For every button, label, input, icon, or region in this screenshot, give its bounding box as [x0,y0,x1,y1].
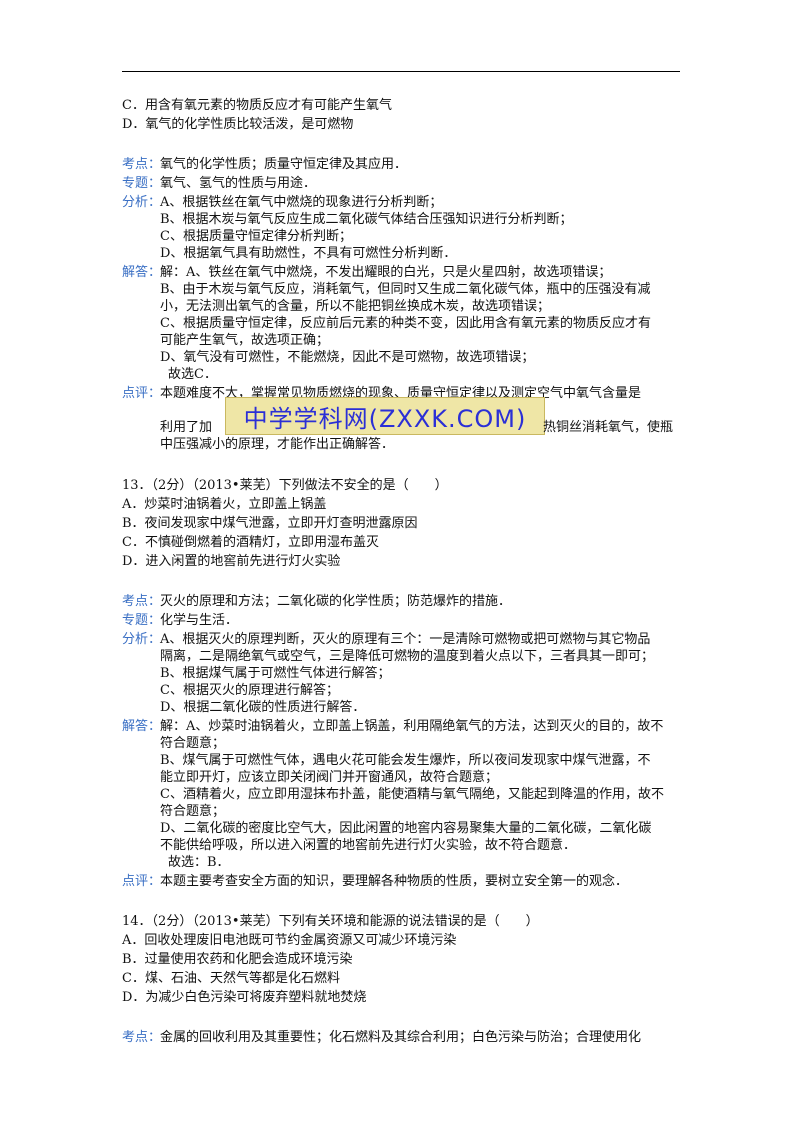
section-label: 点评： [122,386,162,401]
text-line: A、根据铁丝在氧气中燃烧的现象进行分析判断； [160,195,443,210]
text-line: C．煤、石油、天然气等都是化石燃料 [122,971,340,986]
text-line: 符合题意； [160,804,226,819]
text-line: 不能供给呼吸，所以进入闲置的地窖前先进行灯火实验，故不符合题意． [160,838,577,853]
text-line: 灭火的原理和方法；二氧化碳的化学性质；防范爆炸的措施． [160,594,512,609]
section-label: 考点： [122,594,162,609]
header-rule [122,71,680,72]
text-line: 金属的回收利用及其重要性；化石燃料及其综合利用；白色污染与防治；合理使用化 [160,1030,642,1045]
text-line: B、根据木炭与氧气反应生成二氧化碳气体结合压强知识进行分析判断； [160,212,573,227]
section-label: 解答： [122,265,162,280]
text-line: C、根据质量守恒定律，反应前后元素的种类不变，因此用含有氧元素的物质反应才有 [160,316,651,331]
text-line: D、根据二氧化碳的性质进行解答． [160,700,366,715]
section-label: 解答： [122,719,162,734]
text-line: C．用含有氧元素的物质反应才有可能产生氧气 [122,98,392,113]
text-line: B、煤气属于可燃性气体，遇电火花可能会发生爆炸，所以夜间发现家中煤气泄露，不 [160,753,651,768]
text-line: C、酒精着火，应立即用湿抹布扑盖，能使酒精与氧气隔绝，又能起到降温的作用，故不 [160,787,664,802]
text-line: B、由于木炭与氧气反应，消耗氧气，但同时又生成二氧化碳气体，瓶中的压强没有减 [160,282,651,297]
section-label: 考点： [122,157,162,172]
text-line: A、根据灭火的原理判断，灭火的原理有三个：一是清除可燃物或把可燃物与其它物品 [160,632,651,647]
section-label: 考点： [122,1030,162,1045]
text-line: 故选C． [168,367,217,382]
watermark-banner: 中学学科网(ZXXK.COM) [225,397,545,435]
text-line: 符合题意； [160,736,226,751]
text-line: D、根据氧气具有助燃性，不具有可燃性分析判断． [160,246,457,261]
text-line: 氧气、氢气的性质与用途． [160,176,317,191]
text-line: A．回收处理废旧电池既可节约金属资源又可减少环境污染 [122,933,457,948]
text-line: D．进入闲置的地窖前先进行灯火实验 [122,554,341,569]
text-line: D．为减少白色污染可将废弃塑料就地焚烧 [122,990,367,1005]
text-line: 隔离，二是隔绝氧气或空气，三是降低可燃物的温度到着火点以下，三者具其一即可； [160,649,655,664]
text-line: 14．（2分）（2013•莱芜）下列有关环境和能源的说法错误的是（ ） [122,914,539,929]
text-line: 故选：B． [168,855,230,870]
text-line: B．过量使用农药和化肥会造成环境污染 [122,952,353,967]
text-line: 化学与生活． [160,613,239,628]
text-line: 解：A、铁丝在氧气中燃烧，不发出耀眼的白光，只是火星四射，故选项错误； [160,265,612,280]
text-line: 中压强减小的原理，才能作出正确解答． [160,437,395,452]
text-line: C、根据灭火的原理进行解答； [160,683,339,698]
text-line: B．夜间发现家中煤气泄露，立即开灯查明泄露原因 [122,516,418,531]
text-line: 可能产生氧气，故选项正确； [160,333,330,348]
text-line: 小，无法测出氧气的含量，所以不能把铜丝换成木炭，故选项错误； [160,299,551,314]
text-line: 氧气的化学性质；质量守恒定律及其应用． [160,157,408,172]
text-line: 解：A、炒菜时油锅着火，立即盖上锅盖，利用隔绝氧气的方法，达到灭火的目的，故不 [160,719,664,734]
text-line: 能立即开灯，应该立即关闭阀门并开窗通风，故符合题意； [160,770,499,785]
text-line: C．不慎碰倒燃着的酒精灯，立即用湿布盖灭 [122,535,379,550]
text-line: 13．（2分）（2013•莱芜）下列做法不安全的是（ ） [122,478,448,493]
section-label: 专题： [122,176,162,191]
text-line: D．氧气的化学性质比较活泼，是可燃物 [122,117,354,132]
text-line: D、氧气没有可燃性，不能燃烧，因此不是可燃物，故选项错误； [160,350,535,365]
text-line: B、根据煤气属于可燃性气体进行解答； [160,666,391,681]
text-line: C、根据质量守恒定律分析判断； [160,229,352,244]
section-label: 分析： [122,195,162,210]
text-line: A．炒菜时油锅着火，立即盖上锅盖 [122,497,327,512]
section-label: 分析： [122,632,162,647]
text-line-fragment: 热铜丝消耗氧气，使瓶 [543,420,674,435]
text-line: 本题主要考查安全方面的知识，要理解各种物质的性质，要树立安全第一的观念． [160,874,629,889]
watermark-text: 中学学科网(ZXXK.COM) [243,404,527,433]
text-line: 利用了加 [160,420,213,435]
section-label: 点评： [122,874,162,889]
section-label: 专题： [122,613,162,628]
text-line: D、二氧化碳的密度比空气大，因此闲置的地窖内容易聚集大量的二氧化碳，二氧化碳 [160,821,652,836]
